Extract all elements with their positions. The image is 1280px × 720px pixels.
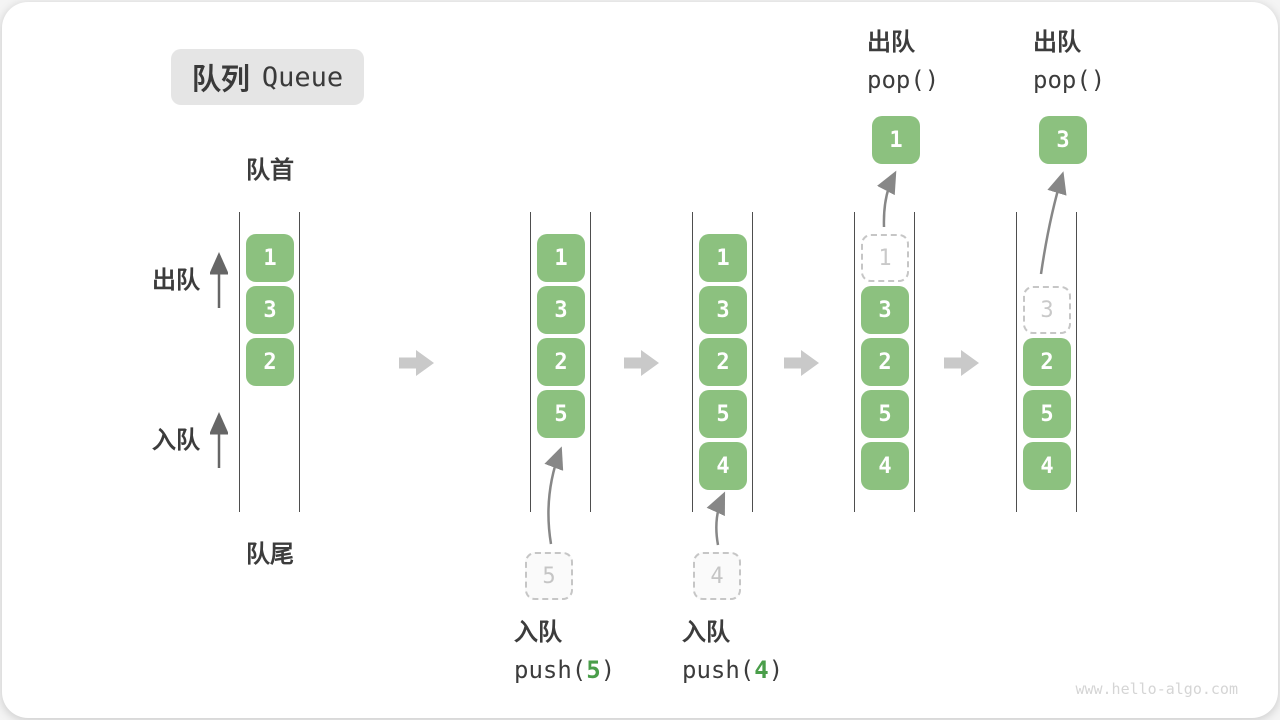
pop-arrow-icon <box>877 170 897 228</box>
queue-rails-state-3 <box>692 212 753 512</box>
watermark: www.hello-algo.com <box>1075 680 1238 698</box>
dequeue-side-label: 出队 <box>152 267 200 294</box>
push-label-zh: 入队 <box>682 619 730 646</box>
queue-item: 4 <box>699 442 747 490</box>
push-operation-label: 入队 push(5) <box>514 619 615 684</box>
title-zh: 队列 <box>191 64 250 96</box>
pop-operation-label: 出队 pop() <box>867 29 939 94</box>
dequeue-direction-arrow-icon <box>210 252 228 308</box>
push-label-zh: 入队 <box>514 619 562 646</box>
incoming-item: 5 <box>525 552 573 600</box>
queue-rails-state-5 <box>1016 212 1077 512</box>
queue-item: 2 <box>1023 338 1071 386</box>
flow-arrow-icon <box>624 350 659 376</box>
pop-label-zh: 出队 <box>1033 29 1081 56</box>
push-label-code: push(4) <box>682 656 784 684</box>
queue-item: 1 <box>699 234 747 282</box>
queue-item: 2 <box>699 338 747 386</box>
queue-item: 2 <box>861 338 909 386</box>
dequeued-ghost-item: 1 <box>861 234 909 282</box>
queue-front-label: 队首 <box>246 157 294 184</box>
dequeued-ghost-item: 3 <box>1023 286 1071 334</box>
queue-item: 1 <box>537 234 585 282</box>
enqueue-side-label: 入队 <box>152 427 200 454</box>
pop-label-code: pop() <box>1033 66 1106 94</box>
queue-item: 4 <box>1023 442 1071 490</box>
queue-item: 2 <box>246 338 294 386</box>
queue-item: 5 <box>1023 390 1071 438</box>
queue-item: 4 <box>861 442 909 490</box>
queue-item: 5 <box>699 390 747 438</box>
queue-item: 5 <box>537 390 585 438</box>
flow-arrow-icon <box>784 350 819 376</box>
pop-arrow-icon <box>1039 171 1067 275</box>
queue-item: 2 <box>537 338 585 386</box>
push-arrow-icon <box>706 491 726 546</box>
queue-item: 3 <box>699 286 747 334</box>
flow-arrow-icon <box>944 350 979 376</box>
push-label-code: push(5) <box>514 656 616 684</box>
queue-rails-state-1 <box>239 212 300 512</box>
queue-rails-state-4 <box>854 212 915 512</box>
push-arg: 5 <box>586 656 601 684</box>
queue-item: 5 <box>861 390 909 438</box>
queue-rear-label: 队尾 <box>246 541 294 568</box>
push-operation-label: 入队 push(4) <box>682 619 783 684</box>
queue-item: 3 <box>537 286 585 334</box>
queue-item: 3 <box>861 286 909 334</box>
flow-arrow-icon <box>399 350 434 376</box>
pop-operation-label: 出队 pop() <box>1033 29 1105 94</box>
pop-label-zh: 出队 <box>867 29 915 56</box>
push-arg: 4 <box>754 656 769 684</box>
queue-item: 3 <box>246 286 294 334</box>
queue-rails-state-2 <box>530 212 591 512</box>
pop-label-code: pop() <box>867 66 940 94</box>
title-en: Queue <box>261 61 344 93</box>
enqueue-direction-arrow-icon <box>210 412 228 468</box>
incoming-item: 4 <box>693 552 741 600</box>
title-badge: 队列 Queue <box>171 49 364 105</box>
popped-item: 1 <box>872 116 920 164</box>
queue-item: 1 <box>246 234 294 282</box>
popped-item: 3 <box>1039 116 1087 164</box>
push-arrow-icon <box>544 446 564 545</box>
